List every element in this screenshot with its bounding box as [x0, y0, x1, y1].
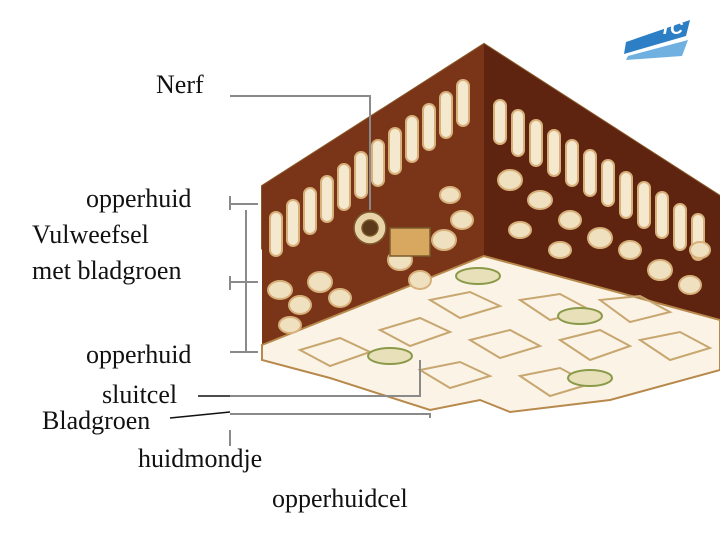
label-huidmondje: huidmondje	[138, 446, 262, 472]
leader-line-ticks	[170, 396, 230, 418]
label-nerf: Nerf	[156, 72, 204, 98]
label-opperhuidcel: opperhuidcel	[272, 486, 408, 512]
tc-logo-icon	[622, 16, 694, 62]
label-opperhuid-bottom: opperhuid	[86, 342, 191, 368]
logo-text: TC	[660, 18, 682, 39]
label-sluitcel: sluitcel	[102, 382, 177, 408]
label-opperhuid-top: opperhuid	[86, 186, 191, 212]
label-bladgroen: Bladgroen	[42, 408, 150, 434]
label-vulweefsel-line2: met bladgroen	[32, 258, 181, 284]
label-vulweefsel-line1: Vulweefsel	[32, 222, 149, 248]
